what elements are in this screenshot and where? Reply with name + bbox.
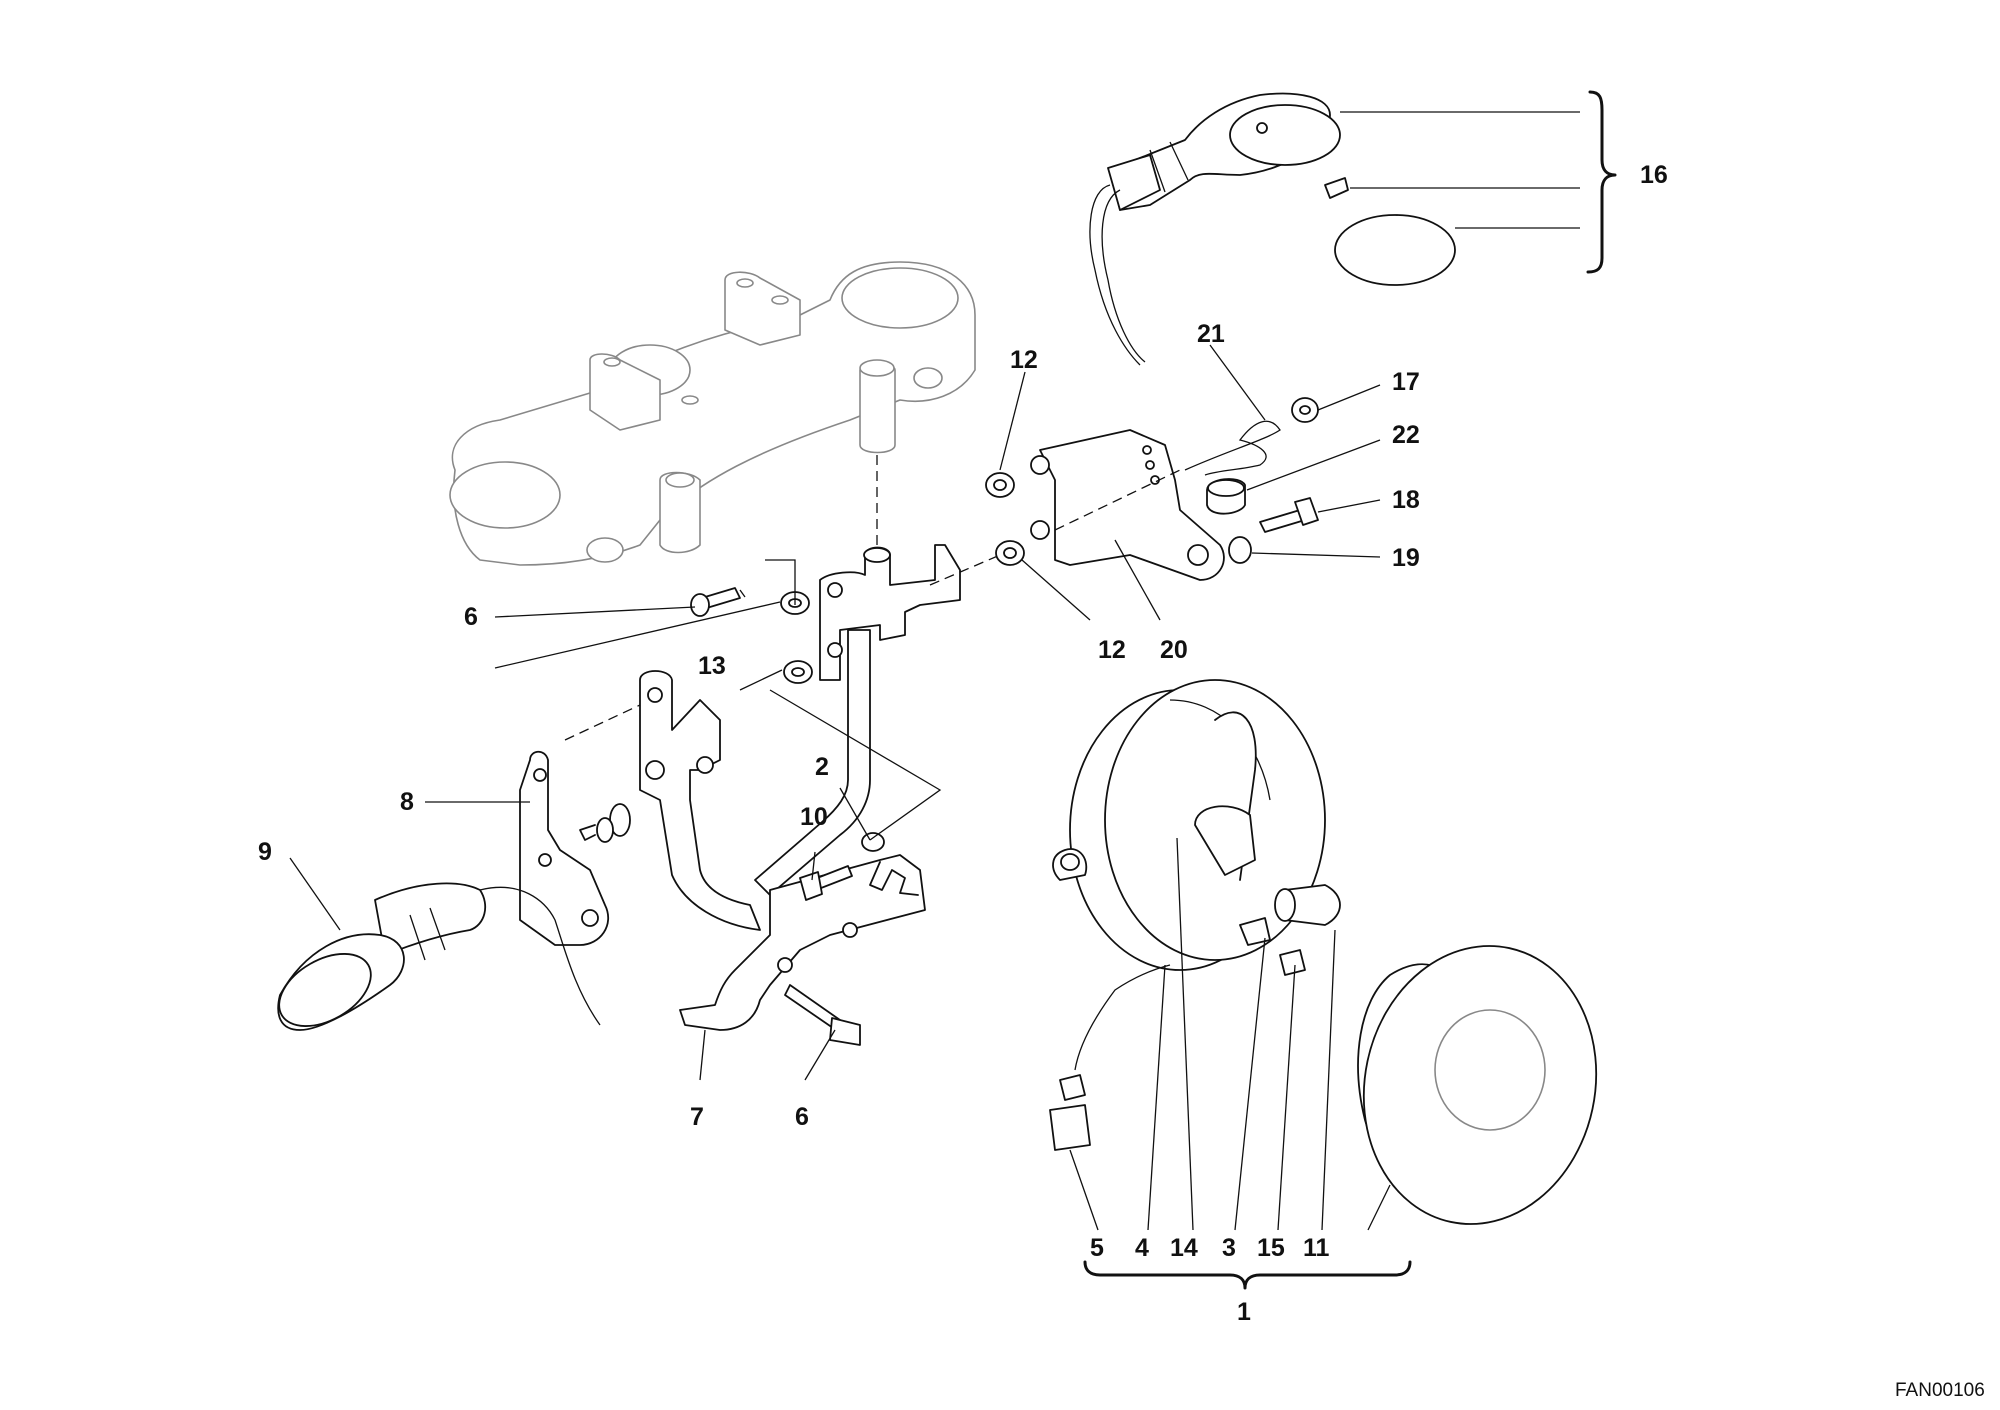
turn-signal-left [277, 882, 601, 1031]
bolt-lower [784, 984, 861, 1046]
callout-17: 17 [1392, 368, 1420, 396]
brace-1 [1083, 1260, 1412, 1290]
callout-11: 11 [1303, 1234, 1330, 1262]
turn-signal-bracket [519, 750, 631, 946]
callout-2: 2 [815, 753, 829, 781]
leader-lines [289, 111, 1580, 1231]
wire-clip-21 [1184, 420, 1281, 476]
spacer-13 [780, 591, 813, 684]
callout-14: 14 [1170, 1234, 1198, 1262]
callout-6-top: 6 [464, 603, 478, 631]
callout-10: 10 [800, 803, 828, 831]
callout-9: 9 [258, 838, 272, 866]
callout-8: 8 [400, 788, 414, 816]
headlight-bracket [639, 544, 961, 1031]
headlight-body [1049, 679, 1341, 1151]
callout-18: 18 [1392, 486, 1420, 514]
callout-22: 22 [1392, 421, 1420, 449]
rubber-mount-12 [985, 472, 1025, 566]
triple-clamp [449, 261, 976, 566]
drawing-code: FAN00106 [1895, 1380, 1985, 1401]
callout-7: 7 [690, 1103, 704, 1131]
callout-5: 5 [1090, 1234, 1104, 1262]
callout-21: 21 [1197, 320, 1225, 348]
brace-16 [1586, 90, 1617, 274]
callout-4: 4 [1135, 1234, 1149, 1262]
bolt-upper [690, 587, 746, 617]
washer-19 [1228, 536, 1252, 564]
callout-6-bottom: 6 [795, 1103, 809, 1131]
callout-13: 13 [698, 652, 726, 680]
callout-12-bottom: 12 [1098, 636, 1126, 664]
callout-20: 20 [1160, 636, 1188, 664]
washer-2 [861, 832, 885, 852]
headlight-lens [1357, 945, 1598, 1225]
callout-19: 19 [1392, 544, 1420, 572]
bolt-18 [1259, 497, 1319, 533]
callout-12-top: 12 [1010, 346, 1038, 374]
callout-labels: 16 21 17 22 18 19 12 12 20 6 13 2 10 8 9… [258, 161, 1668, 1326]
rubber-pad-22 [1206, 478, 1246, 515]
turn-signal-right [1089, 92, 1456, 366]
callout-16: 16 [1640, 161, 1668, 189]
callout-15: 15 [1257, 1234, 1285, 1262]
callout-3: 3 [1222, 1234, 1236, 1262]
grommet-17 [1291, 397, 1319, 423]
right-bracket [929, 429, 1225, 586]
callout-1: 1 [1237, 1298, 1251, 1326]
